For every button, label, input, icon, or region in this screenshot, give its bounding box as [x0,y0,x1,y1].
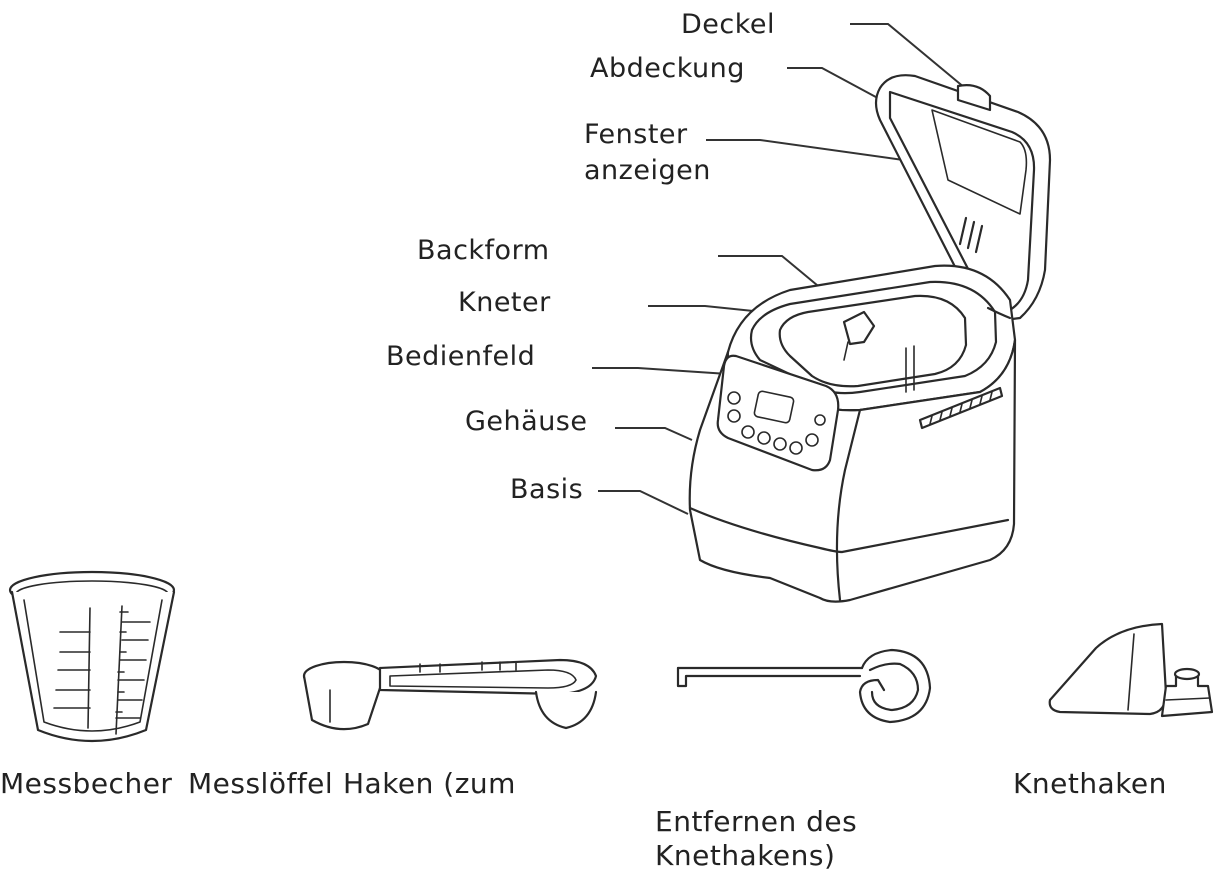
lid-window [931,109,1028,215]
label-basis: Basis [510,474,584,505]
measuring-cup-illustration [8,570,176,743]
lid-handle [956,84,992,112]
hook-tool-illustration [676,648,932,724]
label-messloeffel: Messlöffel [188,767,334,800]
label-backform: Backform [417,235,550,266]
label-fenster-line1: Fenster [584,119,688,150]
label-fenster-line2: anzeigen [584,155,711,186]
housing-edge [835,408,862,602]
base-line [688,506,844,554]
label-bedienfeld: Bedienfeld [386,341,536,372]
display [753,390,795,424]
leader-basis [598,490,689,515]
label-haken-line2: Entfernen des [655,805,858,838]
label-knethaken: Knethaken [1013,767,1167,800]
rim-inner [749,280,998,395]
leader-deckel [850,23,966,89]
baking-pan [778,294,968,388]
label-abdeckung: Abdeckung [590,53,745,84]
lid-vents [958,216,984,254]
leader-abdeckung [787,67,901,111]
label-haken-line3: Knethakens) [655,839,836,872]
side-vents [918,386,1004,430]
leader-lines [592,23,976,515]
label-deckel: Deckel [681,9,776,40]
label-kneter: Kneter [458,287,551,318]
label-haken-line1: Haken (zum [343,767,516,800]
label-gehaeuse: Gehäuse [465,406,588,437]
bread-maker-illustration [688,74,1052,603]
kneader-in-pan [842,310,876,346]
kneading-hook-illustration [1048,622,1214,718]
label-messbecher: Messbecher [0,767,173,800]
leader-bedienfeld [592,367,729,375]
measuring-spoon-illustration [302,658,598,731]
leader-gehaeuse [615,427,693,441]
